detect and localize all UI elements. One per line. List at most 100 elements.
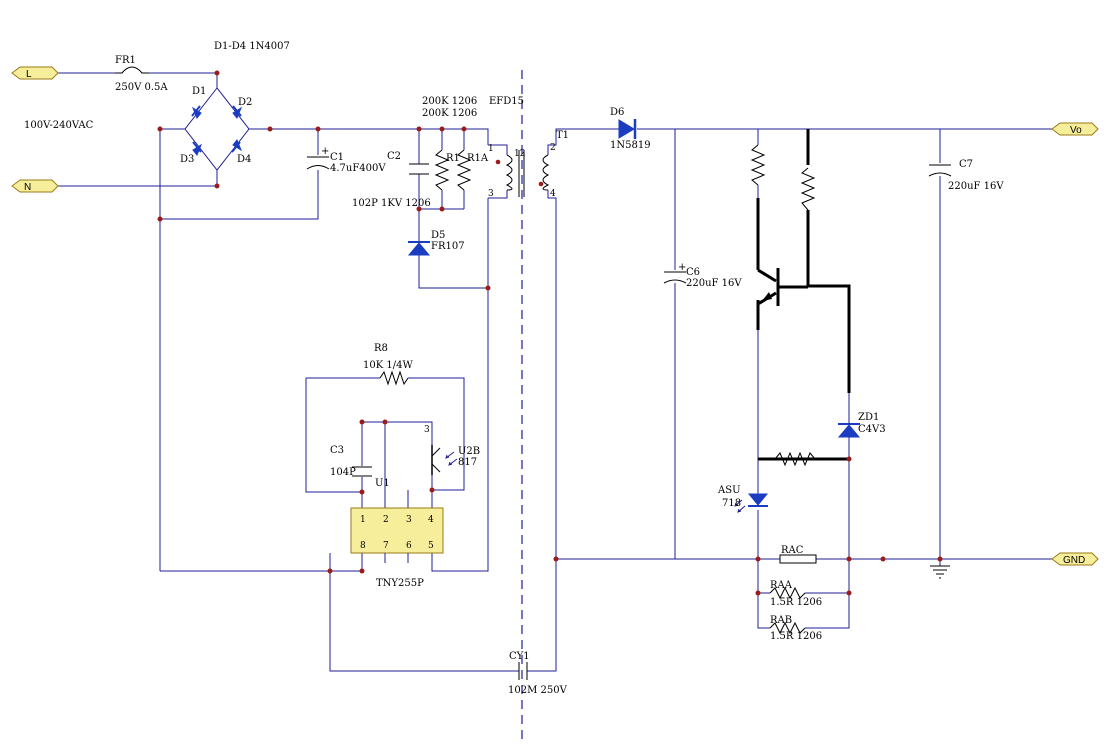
r1a-ref: R1A bbox=[467, 153, 489, 164]
asu-value: 718 bbox=[722, 498, 741, 509]
port-vo: Vo bbox=[1051, 122, 1099, 136]
transformer-t1: EFD15 T1 1 2 3 4 12 bbox=[488, 96, 569, 199]
resistor-rab: RAB 1.5R 1206 bbox=[769, 615, 822, 642]
d5-value: FR107 bbox=[431, 241, 465, 252]
r1-value-top: 200K 1206 bbox=[422, 96, 477, 107]
d1-label: D1 bbox=[192, 86, 206, 97]
resistor-r8: R8 10K 1/4W bbox=[363, 343, 413, 386]
zener-zd1: ZD1 C4V3 bbox=[837, 393, 886, 443]
port-gnd: GND bbox=[1051, 552, 1099, 566]
c2-value: 102P 1KV 1206 bbox=[352, 198, 431, 209]
bridge-value: D1-D4 1N4007 bbox=[214, 41, 290, 52]
u2b-ref: U2B bbox=[458, 446, 480, 457]
port-l: L bbox=[11, 66, 59, 80]
c2-ref: C2 bbox=[387, 151, 401, 162]
transistor-q bbox=[757, 268, 780, 306]
raa-value: 1.5R 1206 bbox=[770, 597, 822, 608]
resistor-r1a: R1A bbox=[456, 149, 489, 191]
diode-d1 bbox=[191, 105, 202, 119]
rab-ref: RAB bbox=[770, 615, 792, 626]
u2b-pin-3: 3 bbox=[424, 425, 430, 435]
d4-label: D4 bbox=[237, 154, 251, 165]
port-vo-label: Vo bbox=[1070, 125, 1082, 136]
svg-text:+: + bbox=[321, 146, 329, 157]
t1-label: T1 bbox=[556, 130, 569, 141]
diode-d5: D5 FR107 bbox=[407, 230, 465, 256]
ic-pin-6: 6 bbox=[406, 541, 412, 551]
diode-d2 bbox=[232, 105, 243, 119]
r1-ref: R1 bbox=[446, 153, 460, 164]
diode-d6: D6 1N5819 bbox=[610, 107, 651, 151]
resistor-rac: RAC bbox=[779, 545, 817, 564]
fuse-fr1: FR1 250V 0.5A bbox=[115, 55, 168, 93]
d6-ref: D6 bbox=[610, 107, 624, 118]
r1a-value: 200K 1206 bbox=[422, 108, 477, 119]
ic-pin-1: 1 bbox=[360, 515, 366, 525]
d2-label: D2 bbox=[238, 97, 252, 108]
rab-value: 1.5R 1206 bbox=[770, 631, 822, 642]
optocoupler-u2b: 3 U2B 817 bbox=[424, 425, 480, 475]
resistor-raa: RAA 1.5R 1206 bbox=[769, 580, 822, 608]
d3-label: D3 bbox=[180, 154, 194, 165]
capacitor-c2: C2 bbox=[387, 151, 429, 175]
raa-ref: RAA bbox=[770, 580, 793, 591]
asu-ref: ASU bbox=[717, 485, 741, 496]
svg-text:+: + bbox=[678, 262, 686, 273]
capacitor-c6: + C6 220uF 16V bbox=[663, 262, 742, 289]
diode-d4 bbox=[231, 139, 243, 153]
cy1-ref: CY1 bbox=[509, 651, 530, 662]
c7-value: 220uF 16V bbox=[948, 181, 1004, 192]
pin-3: 3 bbox=[488, 189, 494, 199]
fr1-ref: FR1 bbox=[115, 55, 136, 66]
regulator-resistor-left bbox=[750, 144, 766, 186]
r8-value: 10K 1/4W bbox=[363, 360, 413, 371]
junctions bbox=[157, 70, 943, 596]
ic-pin-2: 2 bbox=[383, 515, 389, 525]
ic-pin-7: 7 bbox=[383, 541, 389, 551]
capacitor-c3: C3 104P bbox=[330, 445, 372, 478]
rac-ref: RAC bbox=[781, 545, 804, 556]
led-asu: ASU 718 bbox=[717, 485, 769, 513]
resistor-r1: R1 bbox=[434, 149, 460, 191]
pin-1: 1 bbox=[488, 144, 494, 154]
u2b-value: 817 bbox=[458, 457, 477, 468]
c1-value: 4.7uF400V bbox=[330, 163, 386, 174]
capacitor-c7: C7 220uF 16V bbox=[928, 159, 1004, 192]
capacitor-c1: + C1 4.7uF400V bbox=[306, 146, 386, 174]
capacitor-cy1: CY1 102M 250V bbox=[508, 651, 568, 696]
zd1-ref: ZD1 bbox=[858, 412, 879, 423]
pin-2: 2 bbox=[550, 143, 556, 153]
d5-ref: D5 bbox=[431, 230, 445, 241]
ic-u1-tny255p: 1 2 3 4 8 7 6 5 U1 TNY255P bbox=[350, 478, 444, 589]
ground-symbol bbox=[930, 565, 950, 579]
c6-value: 220uF 16V bbox=[686, 278, 742, 289]
c7-ref: C7 bbox=[959, 159, 973, 170]
r8-ref: R8 bbox=[374, 343, 388, 354]
d6-value: 1N5819 bbox=[610, 140, 651, 151]
pin-12: 12 bbox=[514, 149, 525, 159]
ic-pin-8: 8 bbox=[360, 541, 366, 551]
port-l-label: L bbox=[26, 69, 32, 80]
fr1-value: 250V 0.5A bbox=[115, 82, 168, 93]
zd1-value: C4V3 bbox=[858, 424, 886, 435]
diode-d3 bbox=[192, 141, 203, 156]
wires bbox=[58, 72, 1052, 672]
bridge-rectifier: D1 D2 D3 D4 bbox=[180, 86, 252, 171]
c6-ref: C6 bbox=[686, 267, 700, 278]
input-range: 100V-240VAC bbox=[24, 120, 94, 131]
port-gnd-label: GND bbox=[1063, 555, 1085, 566]
c3-value: 104P bbox=[330, 467, 356, 478]
regulator-resistor-right bbox=[800, 167, 816, 211]
u1-ref: U1 bbox=[375, 478, 390, 489]
heavy-traces bbox=[756, 129, 851, 461]
resistor-emitter bbox=[774, 451, 816, 467]
c3-ref: C3 bbox=[330, 445, 344, 456]
ic-pin-4: 4 bbox=[428, 515, 434, 525]
cy1-value: 102M 250V bbox=[508, 685, 568, 696]
port-n-label: N bbox=[24, 182, 31, 193]
tny-label: TNY255P bbox=[376, 578, 424, 589]
c1-ref: C1 bbox=[330, 152, 344, 163]
pin-4: 4 bbox=[550, 189, 556, 199]
ic-pin-3: 3 bbox=[406, 515, 412, 525]
